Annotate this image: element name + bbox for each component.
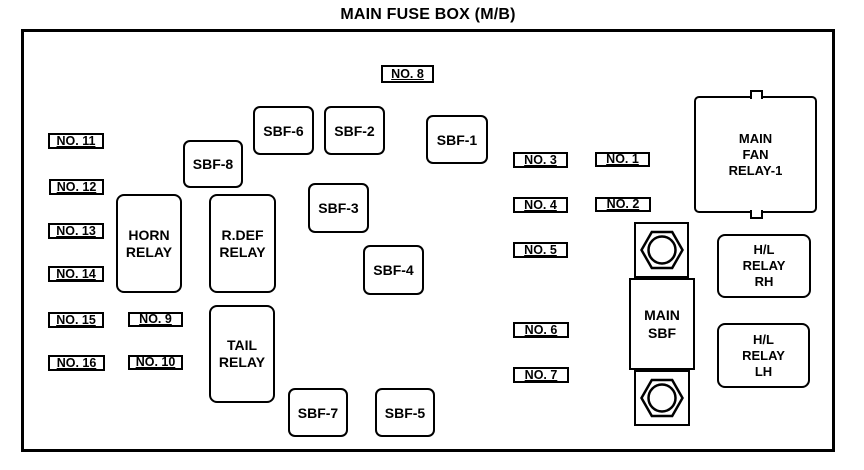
fuse-label-no-8: NO. 8 (381, 65, 434, 83)
fuse-label-text: NO. 14 (56, 266, 96, 281)
fuse-label-no-12: NO. 12 (49, 179, 104, 195)
main-sbf-label-line: SBF (648, 325, 676, 341)
hex-nut-icon (639, 230, 684, 270)
fuse-label-no-4: NO. 4 (513, 197, 568, 213)
fuse-label-text: NO. 8 (391, 66, 424, 81)
fuse-label-text: NO. 12 (56, 179, 97, 194)
sbf-box-sbf-5: SBF-5 (375, 388, 435, 437)
fuse-label-text: NO. 4 (524, 197, 557, 212)
fuse-label-no-10: NO. 10 (128, 355, 183, 370)
sbf-box-sbf-6: SBF-6 (253, 106, 314, 155)
fuse-label-text: NO. 6 (524, 322, 558, 337)
sbf-box-sbf-7: SBF-7 (288, 388, 348, 437)
relay-label-line: R.DEF (221, 226, 264, 243)
fuse-label-no-13: NO. 13 (48, 223, 104, 239)
fuse-label-text: NO. 9 (139, 312, 172, 326)
connector-tab-bottom (750, 210, 763, 219)
fuse-label-text: NO. 5 (524, 242, 557, 257)
sbf-box-sbf-4: SBF-4 (363, 245, 424, 295)
relay-label-line: FAN (742, 146, 769, 162)
fuse-label-text: NO. 3 (524, 152, 557, 167)
fuse-label-text: NO. 2 (606, 197, 640, 211)
fuse-label-no-14: NO. 14 (48, 266, 104, 282)
relay-label-line: H/L (753, 331, 774, 347)
fuse-label-no-2: NO. 2 (595, 197, 651, 212)
fuse-box-outline (21, 29, 835, 452)
fuse-label-text: NO. 7 (524, 367, 558, 382)
relay-label-line: RELAY (218, 354, 266, 370)
relay-label-line: LH (754, 363, 773, 379)
fuse-label-no-5: NO. 5 (513, 242, 568, 258)
fuse-label-no-3: NO. 3 (513, 152, 568, 168)
fuse-label-text: NO. 15 (56, 312, 96, 327)
fuse-label-text: NO. 1 (606, 152, 639, 166)
relay-label-line: HORN (128, 226, 170, 243)
sbf-box-sbf-1: SBF-1 (426, 115, 488, 164)
fuse-label-no-15: NO. 15 (48, 312, 104, 328)
sbf-box-sbf-2: SBF-2 (324, 106, 385, 155)
relay-label-line: RELAY-1 (728, 162, 783, 178)
connector-tab-top (750, 90, 763, 99)
fuse-label-no-16: NO. 16 (48, 355, 105, 371)
relay-label-line: TAIL (226, 337, 258, 353)
relay-label-line: H/L (753, 242, 775, 257)
relay-label-line: RH (754, 274, 774, 289)
relay-label-line: RELAY (219, 243, 266, 260)
fuse-label-text: NO. 10 (135, 355, 176, 369)
hex-nut-icon (640, 378, 684, 418)
sbf-box-sbf-8: SBF-8 (183, 140, 243, 188)
diagram-title: MAIN FUSE BOX (M/B) (340, 6, 516, 23)
fuse-label-no-7: NO. 7 (513, 367, 569, 383)
main-sbf-bottom-bolt (634, 370, 690, 426)
fuse-label-no-9: NO. 9 (128, 312, 183, 327)
main-sbf-box: MAIN SBF (629, 278, 695, 370)
fuse-label-no-6: NO. 6 (513, 322, 569, 338)
relay-label-line: RELAY (742, 258, 786, 273)
relay-label-line: RELAY (125, 243, 173, 260)
fuse-label-no-11: NO. 11 (48, 133, 104, 149)
main-sbf-label-line: MAIN (644, 307, 680, 323)
fuse-label-text: NO. 13 (56, 223, 96, 238)
relay-label-line: RELAY (742, 347, 785, 363)
relay-label-line: MAIN (738, 130, 773, 146)
main-sbf-top-bolt (634, 222, 689, 278)
fuse-label-text: NO. 16 (56, 355, 97, 370)
fuse-label-no-1: NO. 1 (595, 152, 650, 167)
sbf-box-sbf-3: SBF-3 (308, 183, 369, 233)
fuse-label-text: NO. 11 (56, 133, 96, 148)
